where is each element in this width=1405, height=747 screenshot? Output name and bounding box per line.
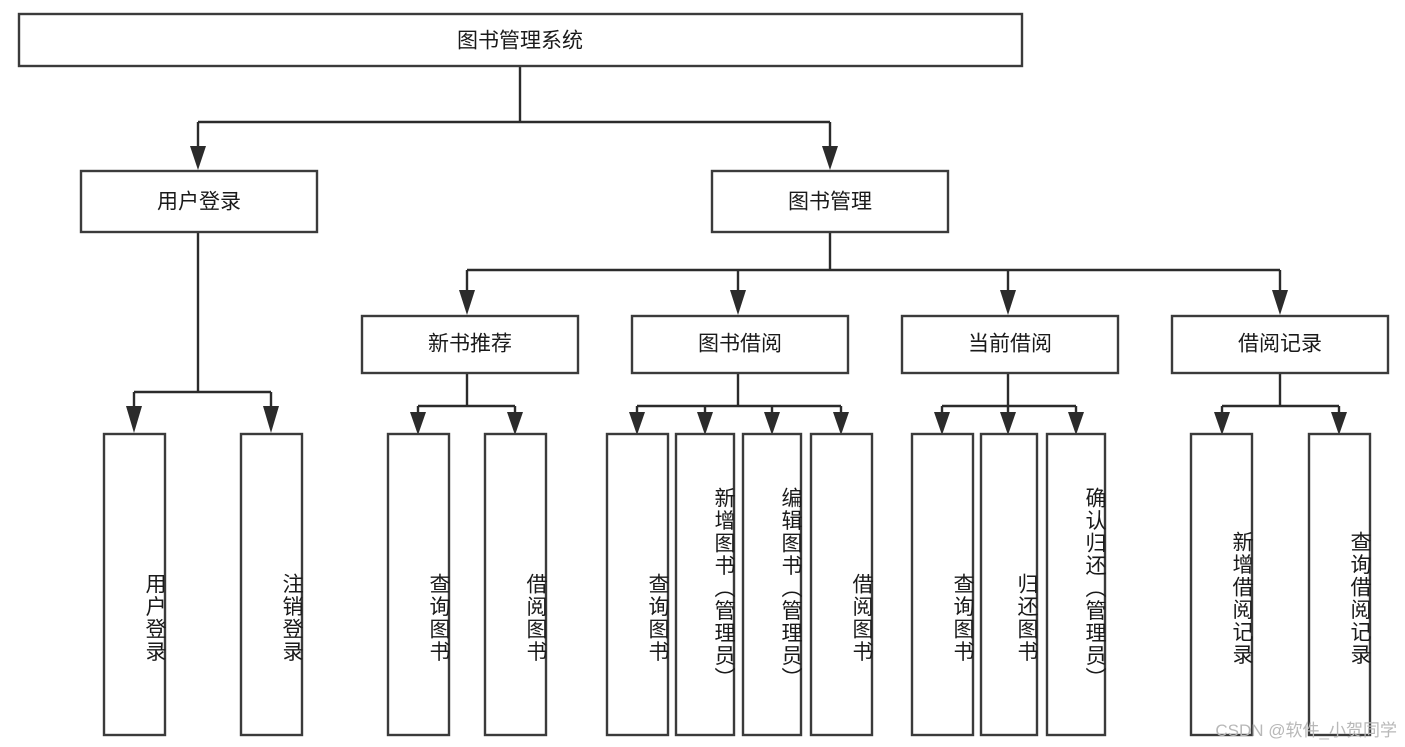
- node-leaf-bb-add-book[interactable]: [674, 432, 736, 737]
- connector-group-new-book-recommend: [410, 373, 523, 435]
- node-leaf-logout[interactable]: [239, 432, 304, 737]
- node-user-login-label: 用户登录: [157, 191, 241, 214]
- node-leaf-nbr-borrow-book[interactable]: [483, 432, 548, 737]
- connector-group-user-login: [126, 233, 279, 433]
- node-book-borrow-label: 图书借阅: [698, 333, 782, 356]
- node-user-login[interactable]: [79, 169, 319, 234]
- arrow-head-new-book-recommend: [459, 290, 475, 315]
- node-root-book-mgmt-system[interactable]: [17, 12, 1024, 68]
- arrow-head-bb-query-book: [629, 412, 645, 435]
- node-leaf-cb-confirm-return[interactable]: [1045, 432, 1107, 737]
- node-new-book-recommend-label: 新书推荐: [428, 333, 512, 356]
- node-book-management-label: 图书管理: [788, 191, 872, 214]
- node-leaf-cb-query-book[interactable]: [910, 432, 975, 737]
- arrow-head-bb-add-book: [697, 412, 713, 435]
- node-new-book-recommend[interactable]: [360, 314, 580, 375]
- node-book-management[interactable]: [710, 169, 950, 234]
- node-leaf-cb-return-book[interactable]: [979, 432, 1039, 737]
- node-leaf-nbr-query-book[interactable]: [386, 432, 451, 737]
- arrow-head-borrow-record: [1272, 290, 1288, 315]
- watermark-text: CSDN @软件_小贺同学: [1215, 721, 1397, 740]
- connector-group-current-borrow: [934, 373, 1084, 435]
- arrow-head-book-borrow: [730, 290, 746, 315]
- connector-group-book-mgmt: [459, 233, 1288, 315]
- node-borrow-record[interactable]: [1170, 314, 1390, 375]
- connector-group-root: [190, 66, 838, 170]
- node-leaf-br-add-record[interactable]: [1189, 432, 1254, 737]
- node-current-borrow[interactable]: [900, 314, 1120, 375]
- arrow-head-cb-confirm-return: [1068, 412, 1084, 435]
- arrow-head-user-login: [190, 146, 206, 170]
- node-leaf-bb-borrow-book[interactable]: [809, 432, 874, 737]
- node-leaf-user-login[interactable]: [102, 432, 167, 737]
- connector-group-book-borrow: [629, 373, 849, 435]
- node-leaf-bb-edit-book[interactable]: [741, 432, 803, 737]
- arrow-head-nbr-borrow-book: [507, 412, 523, 435]
- arrow-head-br-add-record: [1214, 412, 1230, 435]
- arrow-head-leaf-logout: [263, 406, 279, 433]
- node-book-borrow[interactable]: [630, 314, 850, 375]
- node-borrow-record-label: 借阅记录: [1238, 333, 1322, 356]
- node-leaf-br-query-record[interactable]: [1307, 432, 1372, 737]
- arrow-head-leaf-user-login: [126, 406, 142, 433]
- arrow-head-bb-borrow-book: [833, 412, 849, 435]
- arrow-head-nbr-query-book: [410, 412, 426, 435]
- arrow-head-cb-query-book: [934, 412, 950, 435]
- node-current-borrow-label: 当前借阅: [968, 333, 1052, 356]
- arrow-head-cb-return-book: [1000, 412, 1016, 435]
- arrow-head-current-borrow: [1000, 290, 1016, 315]
- arrow-head-book-mgmt: [822, 146, 838, 170]
- arrow-head-br-query-record: [1331, 412, 1347, 435]
- connector-group-borrow-record: [1214, 373, 1347, 435]
- node-leaf-bb-query-book[interactable]: [605, 432, 670, 737]
- node-root-label: 图书管理系统: [457, 30, 583, 53]
- arrow-head-bb-edit-book: [764, 412, 780, 435]
